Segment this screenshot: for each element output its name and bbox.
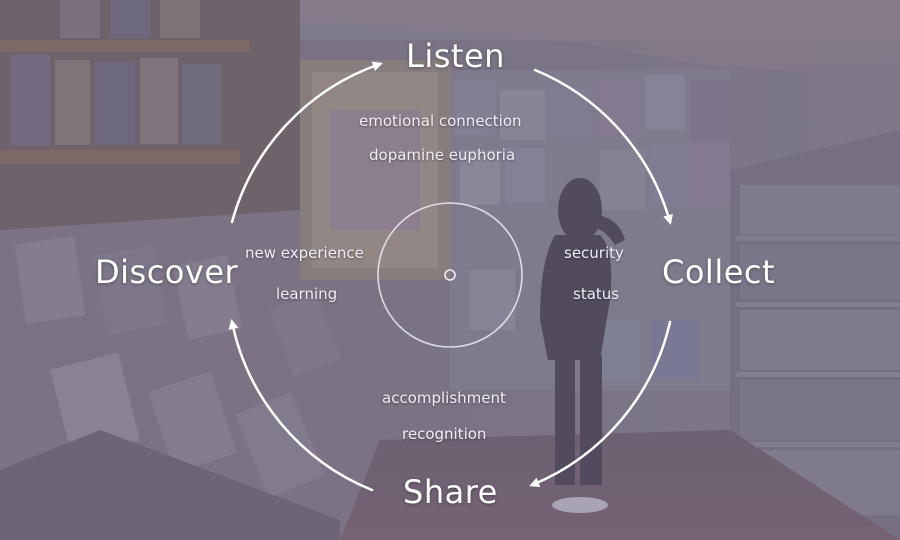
discover-note-1: new experience xyxy=(245,244,364,262)
collect-note-1: security xyxy=(564,244,624,262)
collect-note-2: status xyxy=(573,285,620,303)
share-note-2: recognition xyxy=(402,425,487,443)
cycle-arrow-collect-to-share xyxy=(529,320,672,487)
listen-note-1: emotional connection xyxy=(359,112,522,130)
cycle-arrow-discover-to-listen xyxy=(230,61,383,224)
stage-listen: Listen xyxy=(406,37,505,75)
cycle-arrow-listen-to-collect xyxy=(533,68,673,225)
stage-discover: Discover xyxy=(95,253,239,291)
center-dot xyxy=(444,269,456,281)
stage-share: Share xyxy=(403,473,498,511)
stage-collect: Collect xyxy=(662,253,776,291)
discover-note-2: learning xyxy=(276,285,338,303)
cycle-arrow-share-to-discover xyxy=(228,319,374,492)
center-ring xyxy=(377,202,523,348)
listen-note-2: dopamine euphoria xyxy=(369,146,516,164)
share-note-1: accomplishment xyxy=(382,389,506,407)
